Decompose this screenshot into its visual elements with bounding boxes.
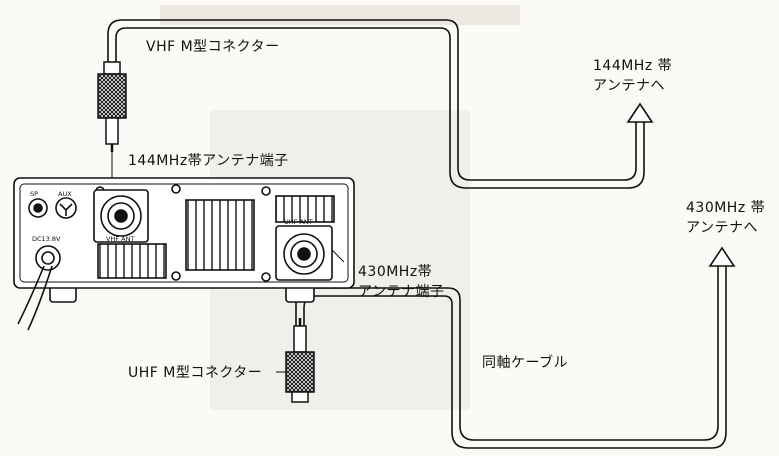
radio-rear-panel xyxy=(13,177,355,303)
panel-print: SP AUX DC13.8V VHF ANT UHF ANT xyxy=(30,190,313,243)
label-antenna-430-line2: アンテナへ xyxy=(686,220,758,236)
label-port-430-line1: 430MHz帯 xyxy=(358,264,433,280)
label-coax-cable: 同軸ケーブル xyxy=(482,355,569,371)
label-antenna-144: 144MHz 帯 アンテナへ xyxy=(593,56,672,96)
panel-label-uhf-ant: UHF ANT xyxy=(284,218,313,226)
label-port-430: 430MHz帯 アンテナ端子 xyxy=(358,262,444,302)
label-vhf-connector: VHF M型コネクター xyxy=(146,39,280,55)
panel-label-aux: AUX xyxy=(58,190,72,198)
uhf-m-connector xyxy=(285,318,315,403)
label-antenna-430-line1: 430MHz 帯 xyxy=(686,200,766,216)
antenna-144-arrow xyxy=(626,102,654,123)
vhf-m-connector xyxy=(97,61,127,152)
vhf-coax-cable xyxy=(107,19,645,189)
panel-label-vhf-ant: VHF ANT xyxy=(106,235,134,243)
antenna-430-arrow xyxy=(708,246,736,267)
uhf-port-leader xyxy=(331,249,345,263)
label-antenna-144-line2: アンテナへ xyxy=(593,78,665,94)
label-port-144: 144MHz帯アンテナ端子 xyxy=(128,153,289,169)
label-antenna-144-line1: 144MHz 帯 xyxy=(593,58,673,74)
label-port-430-line2: アンテナ端子 xyxy=(358,284,445,300)
panel-label-dc: DC13.8V xyxy=(32,235,61,243)
dc-power-cord xyxy=(17,265,53,331)
label-antenna-430: 430MHz 帯 アンテナへ xyxy=(686,198,765,238)
panel-label-sp: SP xyxy=(30,190,38,198)
label-uhf-connector: UHF M型コネクター xyxy=(128,365,263,381)
